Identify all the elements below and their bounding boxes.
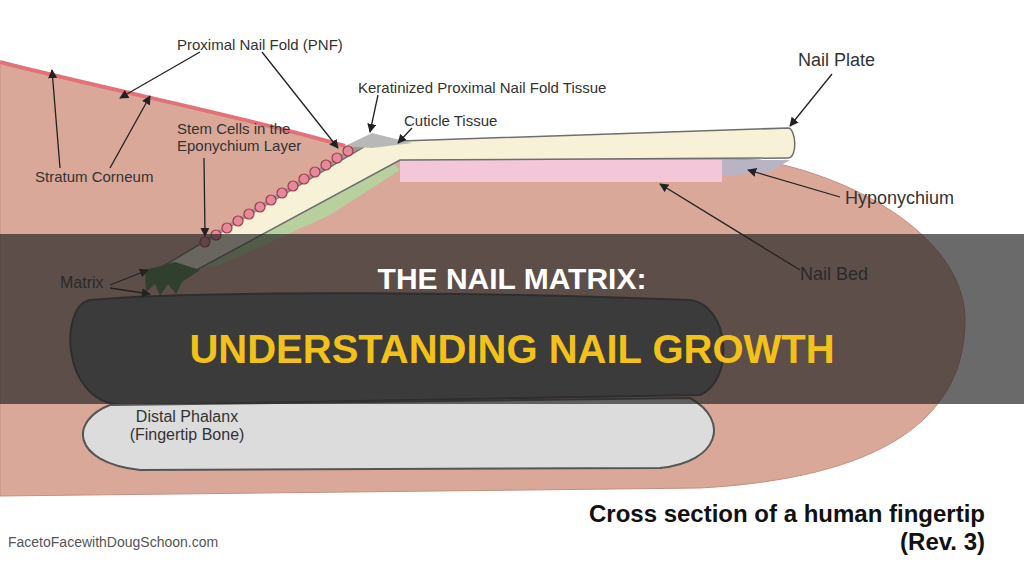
nail-bed (400, 160, 722, 182)
part-label: Keratinized Proximal Nail Fold Tissue (358, 79, 678, 96)
part-label: Stratum Corneum (35, 168, 195, 185)
figure-caption: Cross section of a human fingertip (Rev.… (560, 500, 985, 555)
part-label: Distal Phalanx (Fingertip Bone) (112, 408, 262, 445)
banner-subtitle: UNDERSTANDING NAIL GROWTH (0, 326, 1024, 372)
footer-credit: FacetoFacewithDougSchoon.com (8, 534, 328, 550)
part-label: Cuticle Tissue (404, 112, 544, 129)
part-label: Hyponychium (845, 188, 1005, 209)
part-label: Nail Plate (798, 50, 938, 71)
stem-cells (200, 146, 353, 247)
bone-inner (83, 398, 714, 470)
part-label: Proximal Nail Fold (PNF) (177, 36, 417, 53)
part-label: Nail Bed (800, 264, 940, 285)
cuticle-tissue (345, 133, 412, 148)
hyponychium (722, 160, 790, 176)
title-banner (0, 234, 1024, 404)
eponychium-layer (200, 142, 372, 244)
banner-title: THE NAIL MATRIX: (0, 262, 1024, 297)
part-label: Stem Cells in the Eponychium Layer (177, 120, 312, 155)
part-label: Matrix (60, 274, 140, 292)
